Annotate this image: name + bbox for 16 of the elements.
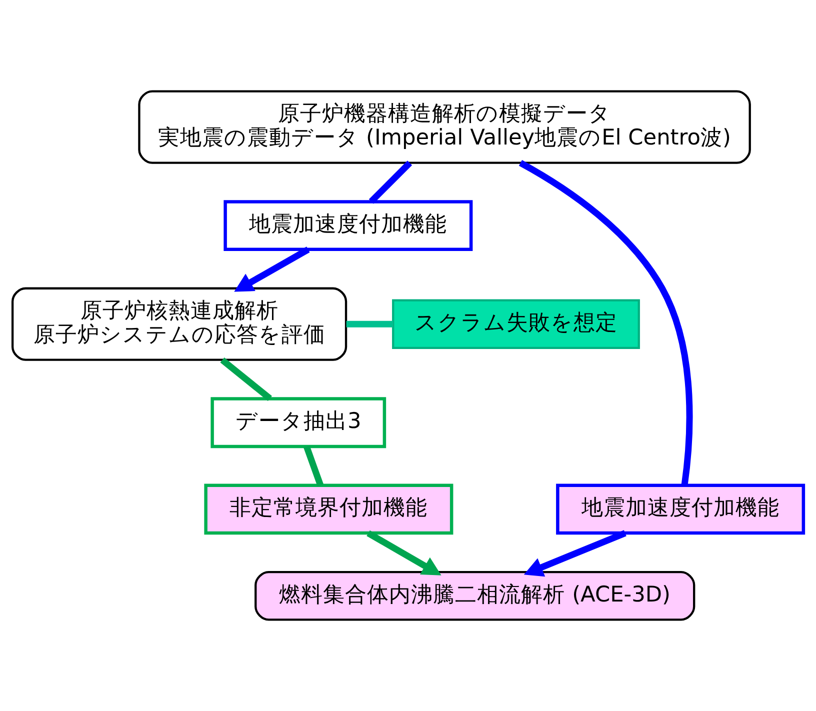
node-box: 地震加速度付加機能: [556, 484, 806, 535]
node-box: 非定常境界付加機能: [204, 484, 454, 535]
connector: [346, 320, 394, 328]
connector: [304, 446, 324, 486]
connector: [518, 160, 693, 486]
arrow: [524, 530, 626, 577]
connector: [220, 357, 272, 402]
node-box: 燃料集合体内沸騰二相流解析 (ACE-3D): [254, 570, 696, 621]
node-box: データ抽出3: [210, 397, 386, 448]
node-box: 原子炉機器構造解析の模擬データ 実地震の震動データ (Imperial Valley地震のEl Centro波): [138, 90, 751, 164]
arrow: [234, 246, 310, 292]
connector: [368, 160, 412, 204]
node-box: 原子炉核熱連成解析 原子炉システムの応答を評価: [11, 287, 348, 361]
arrow: [366, 530, 442, 576]
node-box: 地震加速度付加機能: [224, 200, 473, 252]
node-box: スクラム失敗を想定: [392, 299, 640, 349]
